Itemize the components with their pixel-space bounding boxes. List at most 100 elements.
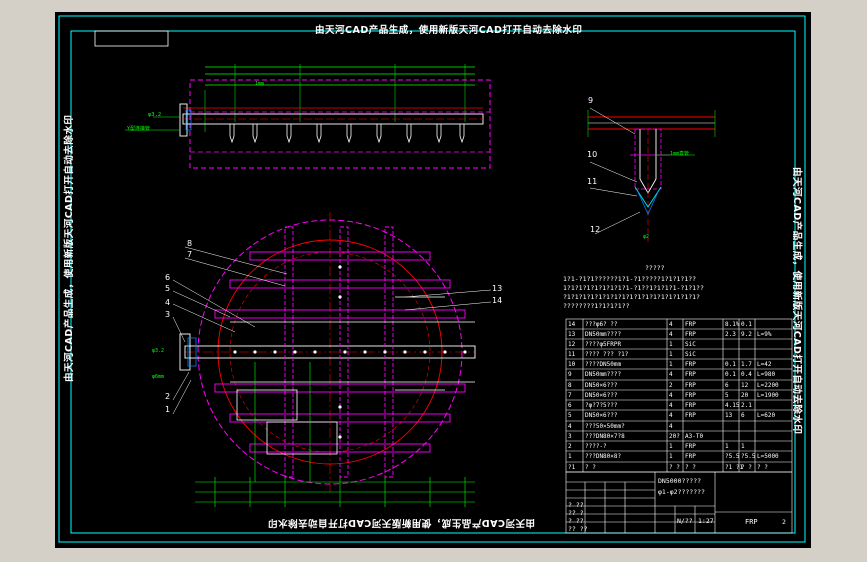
bom-cell-no: 13 xyxy=(568,331,576,338)
bom-cell-name: DN50×6??? xyxy=(585,392,618,399)
top-view-label: 1mm xyxy=(255,81,265,87)
bom-cell-no: 11 xyxy=(568,351,576,358)
title-block-sheet: 2 xyxy=(782,518,786,526)
cad-viewport[interactable]: 由天河CAD产品生成，使用新版天河CAD打开自动去除水印 由天河CAD产品生成，… xyxy=(55,12,811,548)
callout-8: 8 xyxy=(187,239,193,248)
bom-cell-mat: FRP xyxy=(685,371,696,378)
bom-cell-name: ???DN80×7?8 xyxy=(585,433,625,440)
bom-cell-qty: 4 xyxy=(669,371,673,378)
plan-label: φ6mm xyxy=(152,374,165,380)
bom-cell-name: ???φ6? ?? xyxy=(585,321,618,328)
bom-cell-mat: FRP xyxy=(685,331,696,338)
bom-cell-no: 9 xyxy=(568,371,572,378)
bom-cell-w2: 2.1 xyxy=(741,402,752,409)
bom-cell-qty: 4 xyxy=(669,423,673,430)
bom-cell-w2: 1.7 xyxy=(741,361,752,368)
detail-label: 1mm直管 xyxy=(670,151,690,157)
bom-cell-mat: FRP xyxy=(685,361,696,368)
bom-cell-mat: FRP xyxy=(685,402,696,409)
bom-cell-w2: 0.4 xyxy=(741,371,752,378)
notes-title: ????? xyxy=(645,264,665,272)
bom-cell-mat: FRP xyxy=(685,382,696,389)
callout-6: 6 xyxy=(165,273,171,282)
bom-cell-name: ?φ?7?5??? xyxy=(585,402,618,409)
watermark-right: 由天河CAD产品生成，使用新版天河CAD打开自动去除水印 xyxy=(791,167,802,435)
callout-3: 3 xyxy=(165,310,171,319)
title-block-weight: N/?? xyxy=(677,517,693,525)
bom-cell-w2: 6 xyxy=(741,412,745,419)
bom-cell-qty: 1 xyxy=(669,361,673,368)
bom-cell-w2: 12 xyxy=(741,382,749,389)
bom-cell-note: L=9% xyxy=(757,331,772,338)
bom-cell-no: 8 xyxy=(568,382,572,389)
bom-cell-qty: 1 xyxy=(669,443,673,450)
bom-cell-no: 3 xyxy=(568,433,572,440)
bom-cell-w1: 0.1 xyxy=(725,361,736,368)
cad-drawing xyxy=(58,15,806,543)
bom-cell-note: L=42 xyxy=(757,361,772,368)
bom-cell-w1: 8.1% xyxy=(725,321,740,328)
bom-cell-name: DN50×6??? xyxy=(585,382,618,389)
bom-cell-mat: FRP xyxy=(685,453,696,460)
bom-cell-qty: 1 xyxy=(669,351,673,358)
bom-cell-note: L=2200 xyxy=(757,382,779,389)
detail-callout: 11 xyxy=(587,177,598,186)
detail-label: φ2 xyxy=(643,234,650,240)
title-block-cell: ?? ? xyxy=(568,509,584,517)
callout-5: 5 xyxy=(165,284,171,293)
bom-cell-no: 2 xyxy=(568,443,572,450)
notes-line: ????????1?1?1?1?? xyxy=(563,302,630,310)
top-view-label: Y型连接管 xyxy=(127,126,151,132)
bom-cell-w1: 4.15 xyxy=(725,402,740,409)
title-block-subtitle: φ1-φ2??????? xyxy=(658,488,705,496)
bom-cell-name: ????DN50mm xyxy=(585,361,622,368)
bom-cell-mat: FRP xyxy=(685,443,696,450)
bom-cell-w2: ?5.5 xyxy=(741,453,756,460)
bom-cell-name: ? ? xyxy=(585,464,596,471)
detail-callout: 12 xyxy=(590,225,601,234)
bom-cell-qty: ? ? xyxy=(669,464,680,471)
notes-line: ?1?1?1?1?1?1?1?1?1?1?1?1?1?1?1?1?1? xyxy=(563,293,700,301)
bom-cell-qty: 4 xyxy=(669,321,673,328)
title-block-cell: ?? ?? xyxy=(568,525,588,533)
bom-cell-qty: 4 xyxy=(669,331,673,338)
bom-cell-no: 14 xyxy=(568,321,576,328)
bom-cell-qty: 4 xyxy=(669,412,673,419)
bom-cell-no: ?1 xyxy=(568,464,576,471)
bom-cell-qty: 1 xyxy=(669,341,673,348)
drawing-frame-outer xyxy=(58,15,806,543)
bom-cell-name: ????-? xyxy=(585,443,607,450)
bom-cell-w2: ? ? xyxy=(741,464,752,471)
bom-cell-qty: 4 xyxy=(669,392,673,399)
bom-cell-w1: ?5.5 xyxy=(725,453,740,460)
bom-cell-note: L=980 xyxy=(757,371,776,378)
bom-cell-no: 4 xyxy=(568,423,572,430)
bom-cell-mat: SiC xyxy=(685,341,696,348)
bom-cell-no: 1 xyxy=(568,453,572,460)
callout-14: 14 xyxy=(492,296,503,305)
callout-2: 2 xyxy=(165,392,171,401)
detail-callout: 9 xyxy=(588,96,594,105)
bom-cell-note: ? ? xyxy=(757,464,768,471)
bom-cell-w1: 6 xyxy=(725,382,729,389)
bom-cell-no: 12 xyxy=(568,341,576,348)
bom-cell-mat: SiC xyxy=(685,351,696,358)
title-corner-box xyxy=(94,30,169,47)
bom-cell-note: L=620 xyxy=(757,412,776,419)
callout-13: 13 xyxy=(492,284,503,293)
title-block-cell: ? ?? xyxy=(568,501,584,509)
bom-cell-mat: ? ? xyxy=(685,464,696,471)
plan-label: φ3.2 xyxy=(152,348,165,354)
bom-cell-name: ???50×50mm? xyxy=(585,423,625,430)
bom-cell-name: ???DN80×8? xyxy=(585,453,622,460)
bom-cell-name: ???? ??? ?1? xyxy=(585,351,629,358)
bom-table-grid xyxy=(565,318,793,473)
bom-cell-w2: 1 xyxy=(741,443,745,450)
bom-cell-qty: 2 xyxy=(669,382,673,389)
watermark-top: 由天河CAD产品生成，使用新版天河CAD打开自动去除水印 xyxy=(315,25,583,36)
top-view-label: φ3.2 xyxy=(148,112,162,118)
bom-cell-qty: 1 xyxy=(669,453,673,460)
bom-cell-w2: 20 xyxy=(741,392,749,399)
bom-cell-mat: A3-T0 xyxy=(685,433,704,440)
bom-cell-name: DN50mm???? xyxy=(585,331,622,338)
